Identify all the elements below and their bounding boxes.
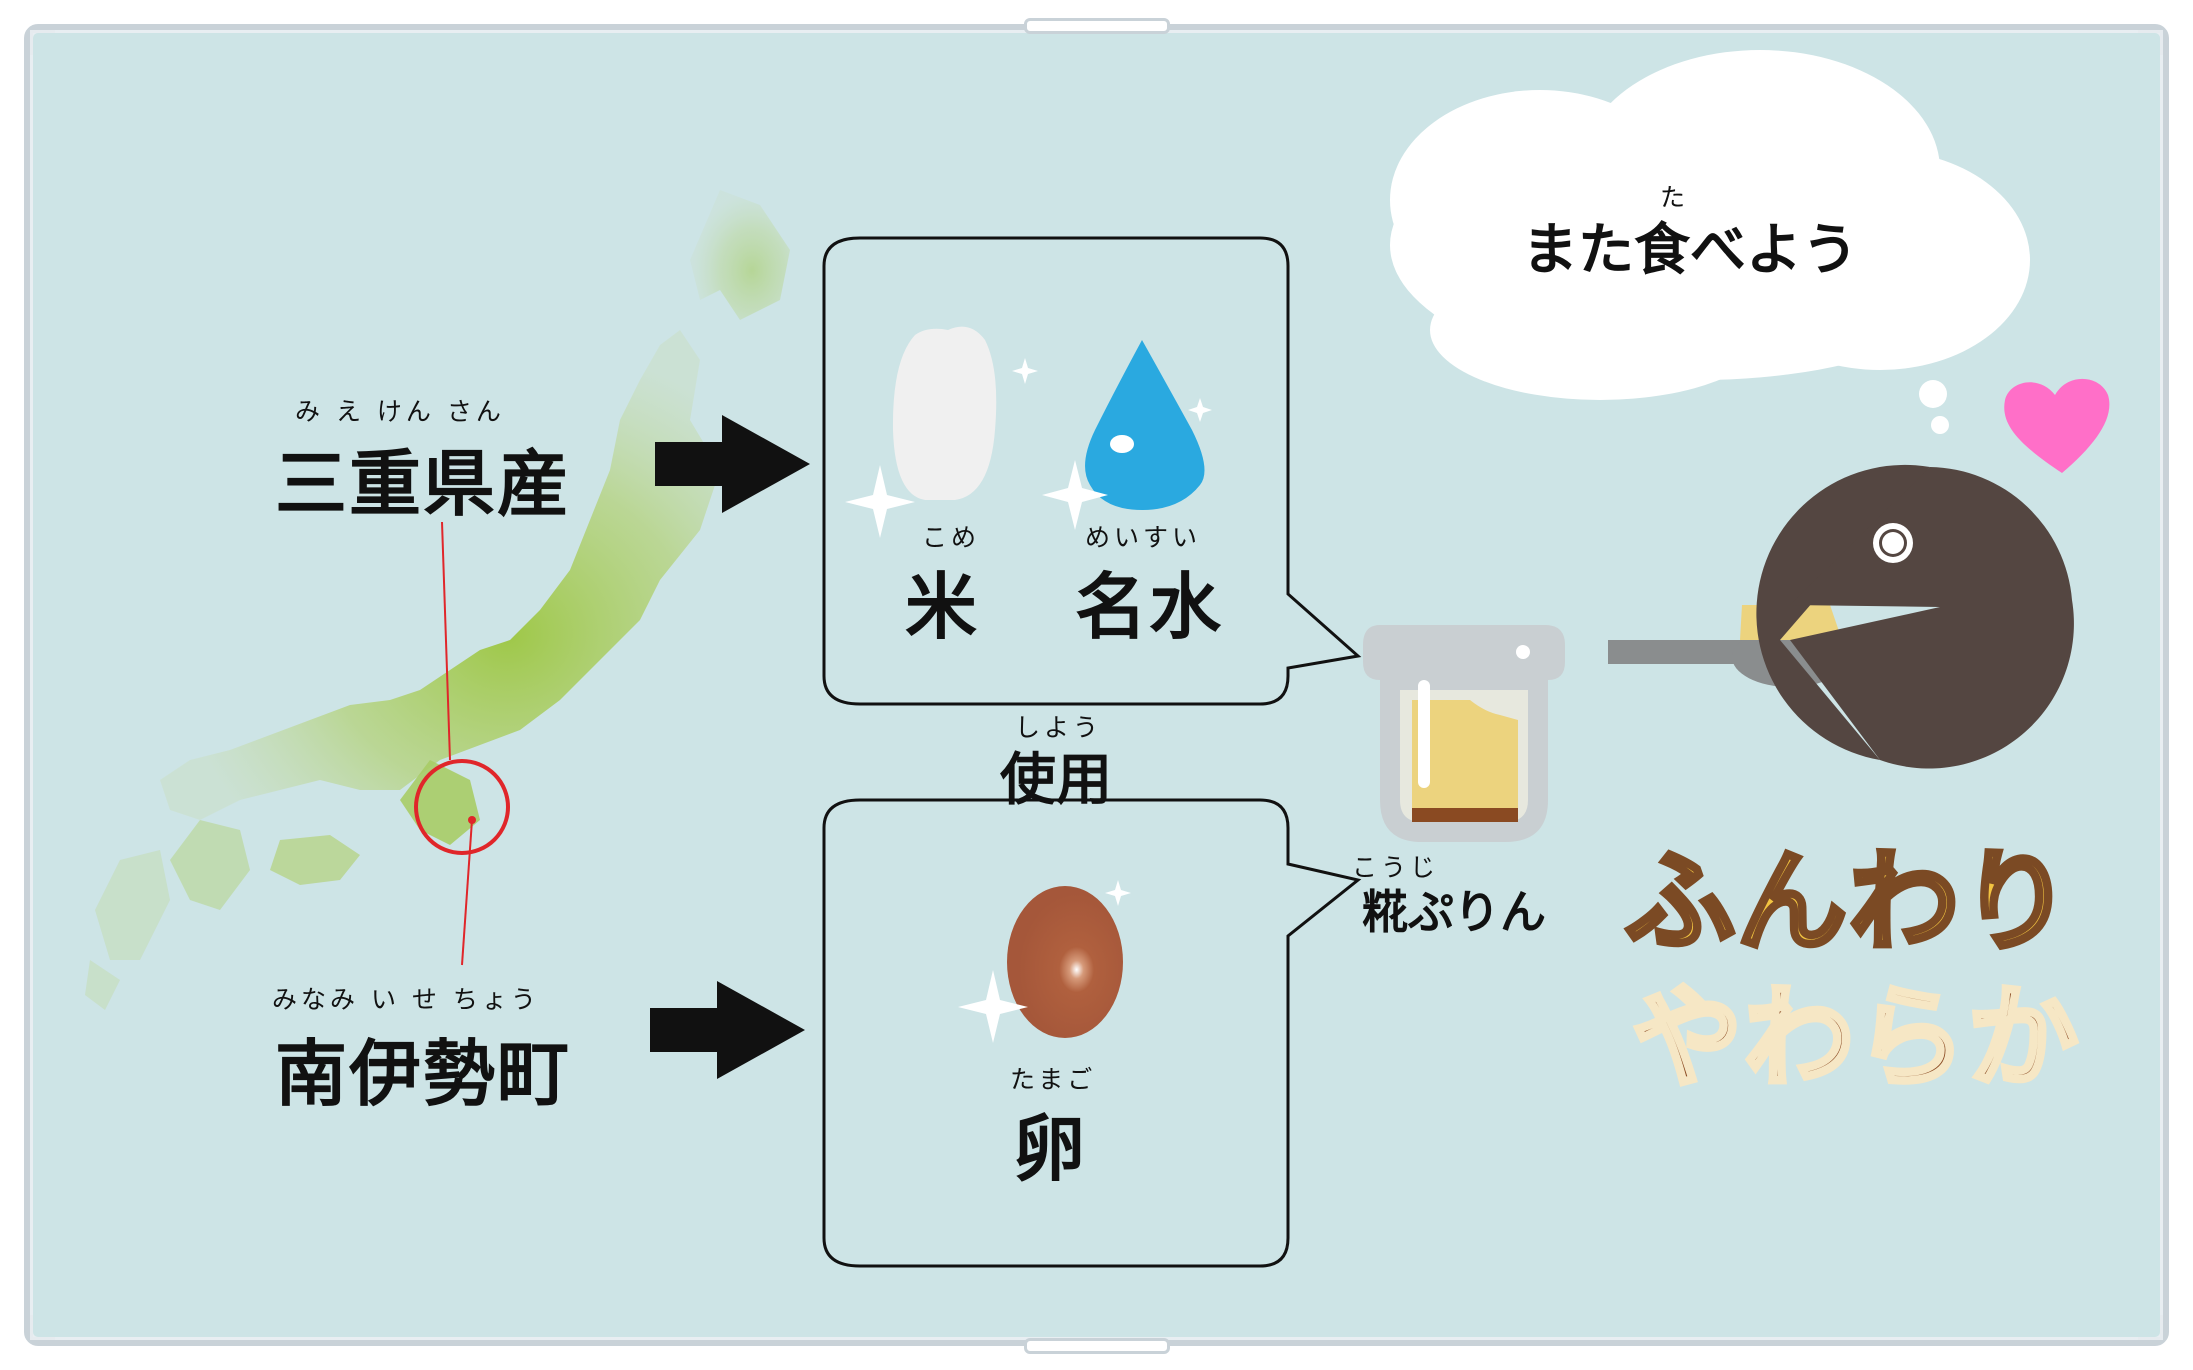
rice-ruby: こめ [922,523,981,552]
usage-label: 使用 [1000,748,1112,813]
slogan-line2: やわらか [1630,972,2081,1105]
rice-label: 米 [905,565,980,649]
egg-label: 卵 [1013,1107,1088,1191]
bubble-bottom [822,798,1362,1268]
frame-tab-top [1024,18,1170,34]
town-ruby: みなみ い せ ちょう [272,985,540,1014]
egg-ruby: たまご [1010,1065,1097,1094]
heart [2004,378,2110,473]
thought-cloud [1390,50,2030,434]
town-label: 南伊勢町 [275,1032,572,1116]
thought-text: また食べよう [1522,218,1858,283]
water-label: 名水 [1075,565,1224,649]
japan-map [85,190,790,1010]
frame-corner [30,1315,55,1340]
thought-ruby: た [1660,183,1690,212]
frame-tab-bottom [1024,1338,1170,1354]
frame-corner [2138,1315,2163,1340]
prefecture-label: 三重県産 [275,442,572,526]
arrow-bottom [650,981,805,1079]
slogan-line1: ふんわり [1623,836,2074,969]
product-ruby: こうじ [1352,853,1440,882]
mie-marker [414,521,510,966]
frame-corner [2138,30,2163,55]
water-drop [1085,340,1205,510]
pudding-cup [1363,625,1565,842]
character [1756,464,2074,769]
usage-ruby: しよう [1015,713,1103,742]
prefecture-ruby: み え けん さん [295,397,505,426]
arrow-top [655,415,810,513]
sparkles [845,358,1212,1043]
product-label: 糀ぷりん [1362,885,1546,939]
frame-corner [30,30,55,55]
rice-grain [892,326,997,500]
egg [1007,886,1123,1038]
water-ruby: めいすい [1085,523,1202,552]
